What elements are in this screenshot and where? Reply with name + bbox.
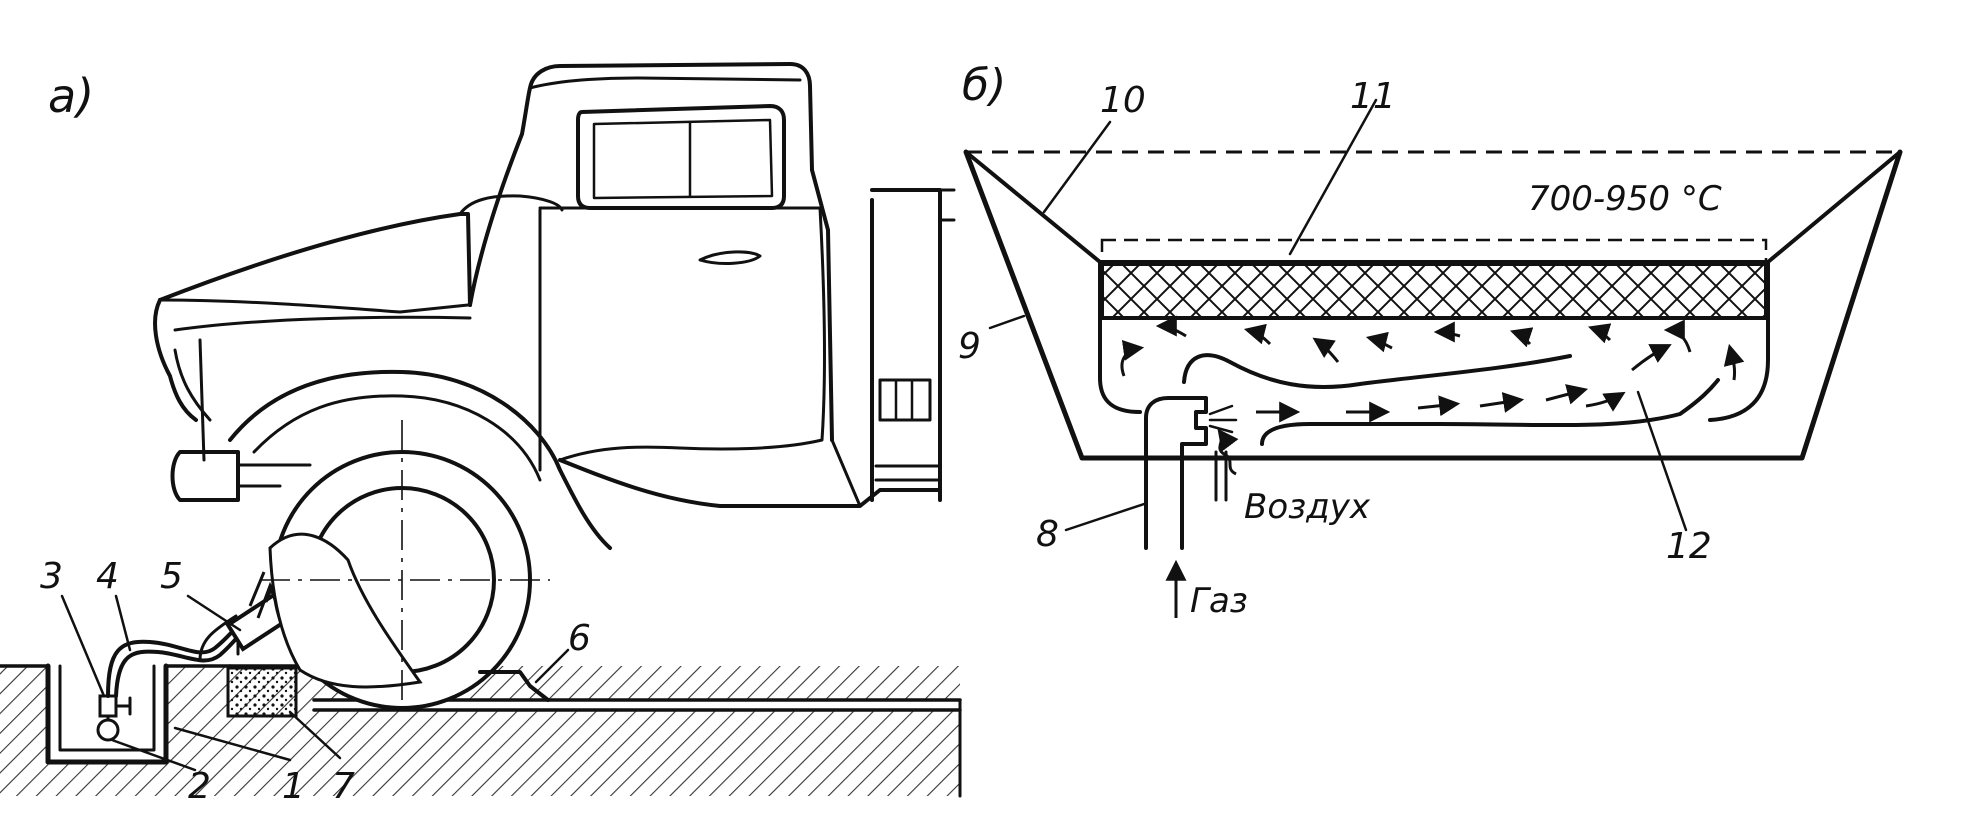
flow-arrows xyxy=(1120,315,1745,618)
callout-1: 1 xyxy=(282,766,305,807)
callout-4: 4 xyxy=(96,556,119,597)
wheel-stop xyxy=(478,670,550,702)
leader-lines-b xyxy=(988,98,1688,532)
air-label: Воздух xyxy=(1244,487,1371,527)
gas-label: Газ xyxy=(1190,581,1248,621)
callout-2: 2 xyxy=(188,766,211,807)
callouts-a: 1 2 3 4 5 6 7 xyxy=(40,556,591,807)
callout-7: 7 xyxy=(332,766,355,807)
ground xyxy=(0,664,962,798)
callout-6: 6 xyxy=(568,618,591,659)
gas-valve xyxy=(98,694,118,718)
callout-12: 12 xyxy=(1666,526,1712,567)
gas-nozzle xyxy=(1144,396,1238,550)
temperature-label: 700-950 °C xyxy=(1528,179,1722,219)
flow-lower-wall xyxy=(1260,378,1720,446)
callout-8: 8 xyxy=(1036,514,1059,555)
callout-5: 5 xyxy=(160,556,183,597)
gas-cylinder xyxy=(96,718,120,742)
hoses xyxy=(106,614,252,698)
insulation-block xyxy=(226,666,298,718)
wheel xyxy=(260,420,550,710)
panel-b-label: б) xyxy=(962,60,1006,111)
callouts-b: 8 9 10 11 12 xyxy=(958,76,1712,567)
panel-a-label: а) xyxy=(48,69,94,123)
flow-divider xyxy=(1182,353,1572,390)
truck xyxy=(153,62,956,550)
callout-3: 3 xyxy=(40,556,63,597)
callout-9: 9 xyxy=(958,326,981,367)
radiant-grid xyxy=(1100,262,1768,320)
panel-a: а) xyxy=(0,62,962,807)
callout-11: 11 xyxy=(1350,76,1396,117)
gas-pit xyxy=(45,663,169,765)
panel-b: б) xyxy=(958,60,1903,621)
leader-lines-a xyxy=(60,594,570,772)
callout-10: 10 xyxy=(1100,80,1146,121)
